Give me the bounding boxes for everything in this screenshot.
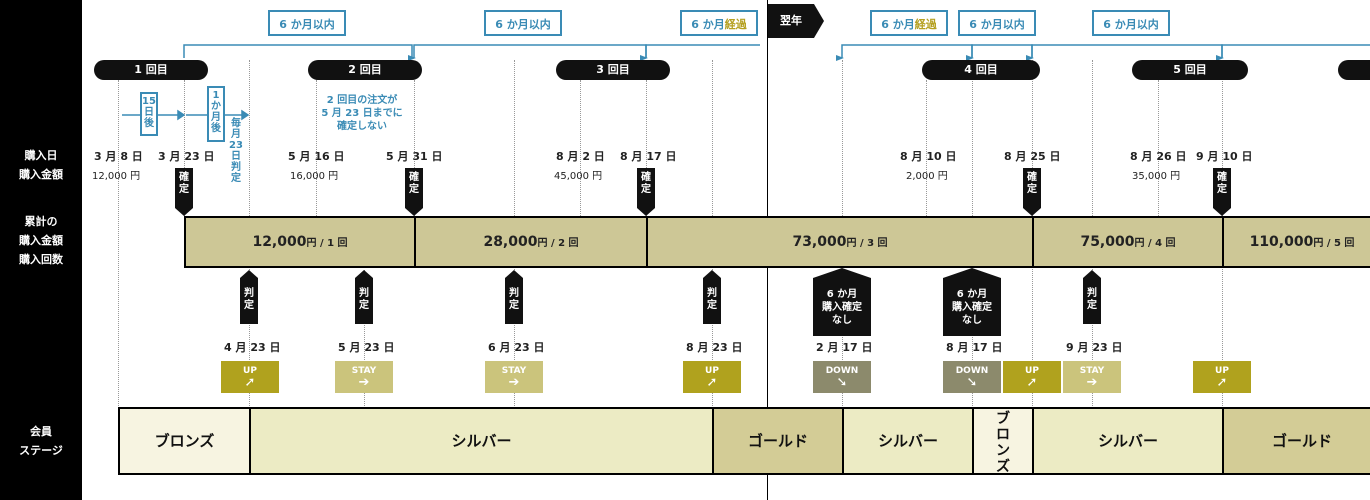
confirm-date: 8 月 25 日 (1004, 150, 1061, 163)
badge-up: UP➚ (1193, 361, 1251, 393)
purchase-date: 8 月 2 日 (556, 150, 605, 163)
confirm-tag: 確定 (175, 168, 193, 216)
row-label-band (0, 0, 82, 500)
period-1-month: 1か月後 (207, 86, 225, 142)
timeline-line (580, 80, 581, 220)
judge-tag: 判定 (1083, 270, 1101, 324)
confirm-date: 3 月 23 日 (158, 150, 215, 163)
badge-stay: STAY➔ (485, 361, 543, 393)
order-pill: 2 回目 (308, 60, 422, 80)
timeline-line (118, 80, 119, 410)
order-pill: 4 回目 (922, 60, 1040, 80)
monthly-judge-note: 毎月23日判定 (229, 118, 243, 184)
judge-tag: 判定 (703, 270, 721, 324)
order-pill: 1 回目 (94, 60, 208, 80)
year-marker: 翌年 (768, 4, 824, 38)
period-label: 6 か月経過 (870, 10, 948, 36)
judge-date: 8 月 23 日 (686, 341, 743, 354)
badge-up: UP➚ (1003, 361, 1061, 393)
judge-date: 9 月 23 日 (1066, 341, 1123, 354)
judge-date: 2 月 17 日 (816, 341, 873, 354)
judge-tag: 判定 (355, 270, 373, 324)
period-brackets (183, 44, 1370, 61)
period-label: 6 か月以内 (268, 10, 346, 36)
row-label-purchase: 購入日購入金額 (19, 149, 63, 181)
badge-up: UP➚ (683, 361, 741, 393)
timeline-line (926, 80, 927, 220)
confirm-tag: 確定 (405, 168, 423, 216)
purchase-date: 8 月 26 日 (1130, 150, 1187, 163)
purchase-amount: 2,000 円 (906, 171, 948, 182)
stage-silver: シルバー (1032, 407, 1224, 475)
purchase-amount: 35,000 円 (1132, 171, 1181, 182)
order-pill: 3 回目 (556, 60, 670, 80)
no-confirm-tag: 6 か月 購入確定 なし (813, 268, 871, 336)
cumulative-segment: 110,000円 / 5 回 (1222, 216, 1370, 268)
timeline-line (646, 80, 647, 220)
row-label-cumulative: 累計の購入金額購入回数 (19, 215, 63, 266)
stage-silver: シルバー (842, 407, 974, 475)
cumulative-segment: 73,000円 / 3 回 (646, 216, 1034, 268)
period-15-days: 15日後 (140, 92, 158, 136)
stage-gold: ゴールド (712, 407, 844, 475)
timeline-line (414, 80, 415, 220)
order-pill: 5 回目 (1132, 60, 1248, 80)
judge-date: 6 月 23 日 (488, 341, 545, 354)
period-label: 6 か月以内 (484, 10, 562, 36)
order-pill-partial (1338, 60, 1370, 80)
period-label: 6 か月経過 (680, 10, 758, 36)
stage-silver: シルバー (249, 407, 714, 475)
badge-stay: STAY➔ (335, 361, 393, 393)
confirm-date: 5 月 31 日 (386, 150, 443, 163)
purchase-date: 3 月 8 日 (94, 150, 143, 163)
badge-down: DOWN➘ (813, 361, 871, 393)
purchase-date: 8 月 10 日 (900, 150, 957, 163)
judge-date: 4 月 23 日 (224, 341, 281, 354)
judge-tag: 判定 (240, 270, 258, 324)
confirm-tag: 確定 (1023, 168, 1041, 216)
order-note: 2 回目の注文が 5 月 23 日までに 確定しない (321, 95, 403, 132)
purchase-date: 5 月 16 日 (288, 150, 345, 163)
timeline-line (1158, 80, 1159, 220)
timeline-line (364, 270, 365, 410)
judge-date: 8 月 17 日 (946, 341, 1003, 354)
cumulative-segment: 12,000円 / 1 回 (184, 216, 416, 268)
stage-gold: ゴールド (1222, 407, 1370, 475)
purchase-amount: 16,000 円 (290, 171, 339, 182)
stage-bronze: ブロンズ (118, 407, 251, 475)
badge-up: UP➚ (221, 361, 279, 393)
timeline-line (316, 80, 317, 220)
judge-tag: 判定 (505, 270, 523, 324)
purchase-amount: 12,000 円 (92, 171, 141, 182)
confirm-date: 9 月 10 日 (1196, 150, 1253, 163)
confirm-tag: 確定 (637, 168, 655, 216)
timeline-line (184, 80, 185, 220)
badge-down: DOWN➘ (943, 361, 1001, 393)
purchase-amount: 45,000 円 (554, 171, 603, 182)
row-label-stage: 会員ステージ (19, 425, 63, 457)
cumulative-segment: 28,000円 / 2 回 (414, 216, 648, 268)
period-label: 6 か月以内 (958, 10, 1036, 36)
badge-stay: STAY➔ (1063, 361, 1121, 393)
no-confirm-tag: 6 か月 購入確定 なし (943, 268, 1001, 336)
period-label: 6 か月以内 (1092, 10, 1170, 36)
confirm-date: 8 月 17 日 (620, 150, 677, 163)
judge-date: 5 月 23 日 (338, 341, 395, 354)
stage-bronze: ブロンズ (972, 407, 1034, 475)
cumulative-segment: 75,000円 / 4 回 (1032, 216, 1224, 268)
confirm-tag: 確定 (1213, 168, 1231, 216)
